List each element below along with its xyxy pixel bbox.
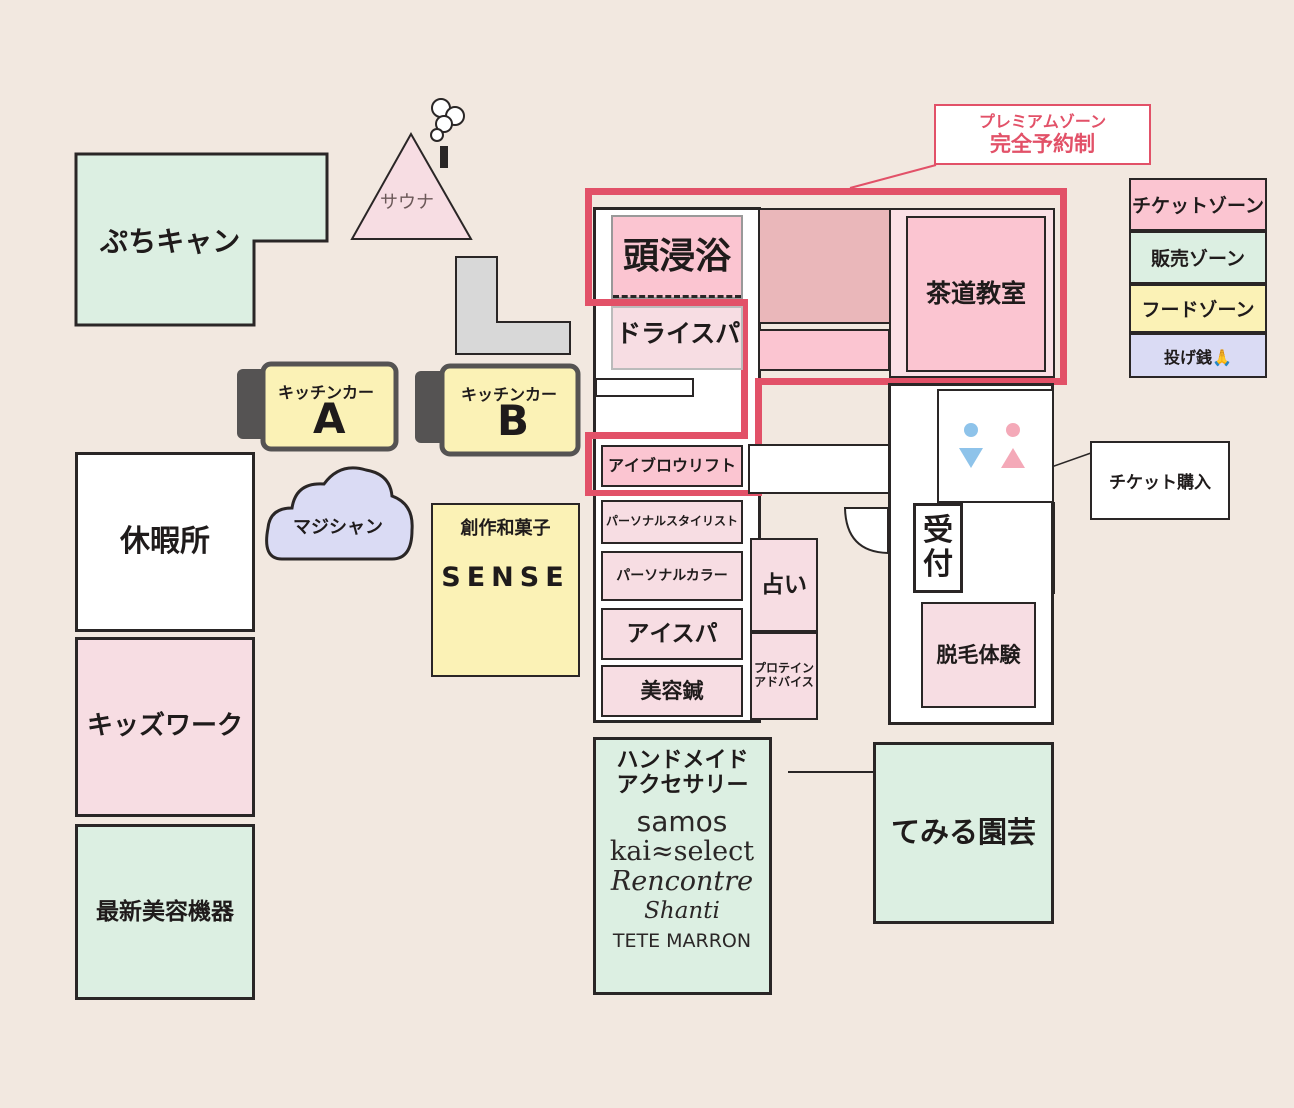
ticket-purchase-label: チケット購入 xyxy=(1109,473,1211,493)
reception-zone: 受 付 xyxy=(913,503,963,593)
personal-color-zone: パーソナルカラー xyxy=(601,551,743,601)
legend-sales-zone: 販売ゾーン xyxy=(1129,231,1267,284)
eyebrow-lift-zone: アイブロウリフト xyxy=(601,445,743,487)
wagashi-sense-zone: 創作和菓子 SENSE xyxy=(431,503,580,677)
kids-work-label: キッズワーク xyxy=(86,711,243,742)
female-restroom-icon xyxy=(1001,423,1025,468)
rest-area-label: 休暇所 xyxy=(120,523,210,559)
legend-food-zone: フードゾーン xyxy=(1129,284,1267,333)
beauty-devices-label: 最新美容機器 xyxy=(96,898,234,925)
sauna-chimney xyxy=(440,146,448,168)
door-arc xyxy=(843,507,889,555)
premium-border-mid xyxy=(755,378,1067,385)
premium-border-eye-left xyxy=(585,432,592,496)
dry-spa-zone: ドライスパ xyxy=(611,306,743,370)
legend-tip-zone: 投げ銭🙏 xyxy=(1129,333,1267,378)
premium-leader-line xyxy=(849,164,937,189)
temiru-garden-label: てみる園芸 xyxy=(890,815,1036,850)
petit-can-zone xyxy=(74,152,329,327)
smoke-icon xyxy=(430,98,465,142)
legend-ticket-zone: チケットゾーン xyxy=(1129,178,1267,231)
head-spa-label: 頭浸浴 xyxy=(622,236,731,278)
ticket-purchase-callout: チケット購入 xyxy=(1090,441,1230,520)
premium-callout: プレミアムゾーン 完全予約制 xyxy=(934,104,1151,165)
kitchen-car-a-body xyxy=(260,361,399,452)
personal-stylist-label: パーソナルスタイリスト xyxy=(605,514,738,529)
storage-l-shape xyxy=(455,256,571,355)
brand-rencontre: Rencontre xyxy=(610,866,754,897)
head-spa-dashed-line xyxy=(613,295,741,298)
restroom-zone xyxy=(937,389,1054,503)
premium-border-step xyxy=(585,299,747,306)
shelf-bar xyxy=(595,378,694,397)
kitchen-car-b-letter: B xyxy=(497,396,530,445)
wagashi-name: SENSE xyxy=(441,561,570,593)
brand-samos: samos xyxy=(636,805,728,838)
eyebrow-lift-label: アイブロウリフト xyxy=(607,455,736,475)
petit-can-label: ぷちキャン xyxy=(100,225,241,258)
premium-callout-line-2: 完全予約制 xyxy=(990,131,1095,156)
protein-advice-label-1: プロテイン xyxy=(753,661,814,676)
temiru-garden-zone: てみる園芸 xyxy=(873,742,1054,924)
sauna-zone xyxy=(350,131,473,240)
rest-area-zone: 休暇所 xyxy=(75,452,255,632)
wagashi-title: 創作和菓子 xyxy=(460,518,551,539)
brand-tete-marron: TETE MARRON xyxy=(612,930,752,952)
kitchen-car-b-label: キッチンカー xyxy=(461,385,558,404)
premium-border-right xyxy=(1060,188,1067,385)
handmade-accessory-zone: ハンドメイド アクセサリー xyxy=(593,737,772,995)
tea-class-label: 茶道教室 xyxy=(925,278,1026,308)
premium-border-top xyxy=(585,188,1067,195)
eye-spa-zone: アイスパ xyxy=(601,608,743,660)
beauty-acupuncture-label: 美容鍼 xyxy=(640,678,704,703)
premium-shaded-area xyxy=(758,208,892,324)
sauna-label: サウナ xyxy=(380,192,434,213)
hair-removal-label: 脱毛体験 xyxy=(936,642,1021,667)
handmade-label-1: ハンドメイド xyxy=(616,748,749,773)
brand-shanti: Shanti xyxy=(644,898,720,924)
legend-ticket-zone-label: チケットゾーン xyxy=(1131,195,1265,217)
premium-border-step-v xyxy=(741,299,748,439)
protein-advice-label-2: アドバイス xyxy=(754,675,814,689)
personal-color-label: パーソナルカラー xyxy=(616,567,728,584)
premium-border-eye-top xyxy=(585,432,748,439)
fortune-zone: 占い xyxy=(750,538,818,632)
legend-sales-zone-label: 販売ゾーン xyxy=(1150,248,1246,270)
fortune-label: 占い xyxy=(761,571,807,598)
kitchen-car-a-letter: A xyxy=(313,394,346,443)
beauty-acupuncture-zone: 美容鍼 xyxy=(601,665,743,717)
male-restroom-icon xyxy=(959,423,983,468)
kids-work-zone: キッズワーク xyxy=(75,637,255,817)
beauty-devices-zone: 最新美容機器 xyxy=(75,824,255,1000)
kitchen-car-a-label: キッチンカー xyxy=(278,383,375,402)
handmade-label-2: アクセサリー xyxy=(616,773,749,799)
magician-cloud xyxy=(265,466,414,561)
premium-border-inner-v xyxy=(755,378,762,496)
premium-callout-line-1: プレミアムゾーン xyxy=(978,112,1107,132)
magician-label: マジシャン xyxy=(293,517,383,538)
corridor-bar xyxy=(748,444,890,494)
head-spa-zone: 頭浸浴 xyxy=(611,215,743,299)
premium-border-bottom xyxy=(585,490,762,496)
kitchen-car-b-body xyxy=(439,363,581,457)
hair-removal-zone: 脱毛体験 xyxy=(921,602,1036,708)
eye-spa-label: アイスパ xyxy=(626,620,718,647)
restroom-icons xyxy=(959,423,1025,468)
premium-border-left-1 xyxy=(585,188,592,306)
dry-spa-label: ドライスパ xyxy=(616,319,741,348)
personal-stylist-zone: パーソナルスタイリスト xyxy=(601,500,743,544)
protein-advice-zone: プロテイン アドバイス xyxy=(750,632,818,720)
brand-kai-select: kai≈select xyxy=(609,836,755,867)
reception-label-1: 受 xyxy=(923,512,953,548)
premium-bar xyxy=(758,329,890,371)
legend-food-zone-label: フードゾーン xyxy=(1141,299,1255,321)
reception-label-2: 付 xyxy=(923,547,953,582)
tea-class-inner: 茶道教室 xyxy=(906,216,1046,372)
legend-tip-zone-label: 投げ銭🙏 xyxy=(1164,347,1232,367)
